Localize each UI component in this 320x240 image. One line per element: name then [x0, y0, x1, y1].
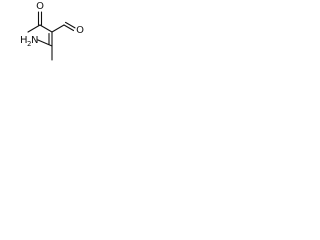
amine-label: H 2 N	[20, 35, 38, 48]
central-aldehyde-bond	[51, 24, 65, 33]
chemical-structure-diagram: O O H 2 N	[20, 1, 84, 61]
acetyl-methyl-bond	[27, 24, 41, 33]
amine-bond	[37, 39, 53, 47]
acetyl-central-bond	[39, 24, 53, 33]
amine-h-label: H	[20, 35, 28, 46]
aldehyde-carbonyl-bond-2	[64, 21, 76, 29]
aldehyde-carbonyl-bond-1	[63, 24, 75, 32]
amine-subscript-label: 2	[27, 40, 31, 48]
amine-n-label: N	[31, 35, 38, 46]
aldehyde-oxygen-label: O	[76, 25, 84, 36]
acetyl-oxygen-label: O	[36, 1, 44, 12]
